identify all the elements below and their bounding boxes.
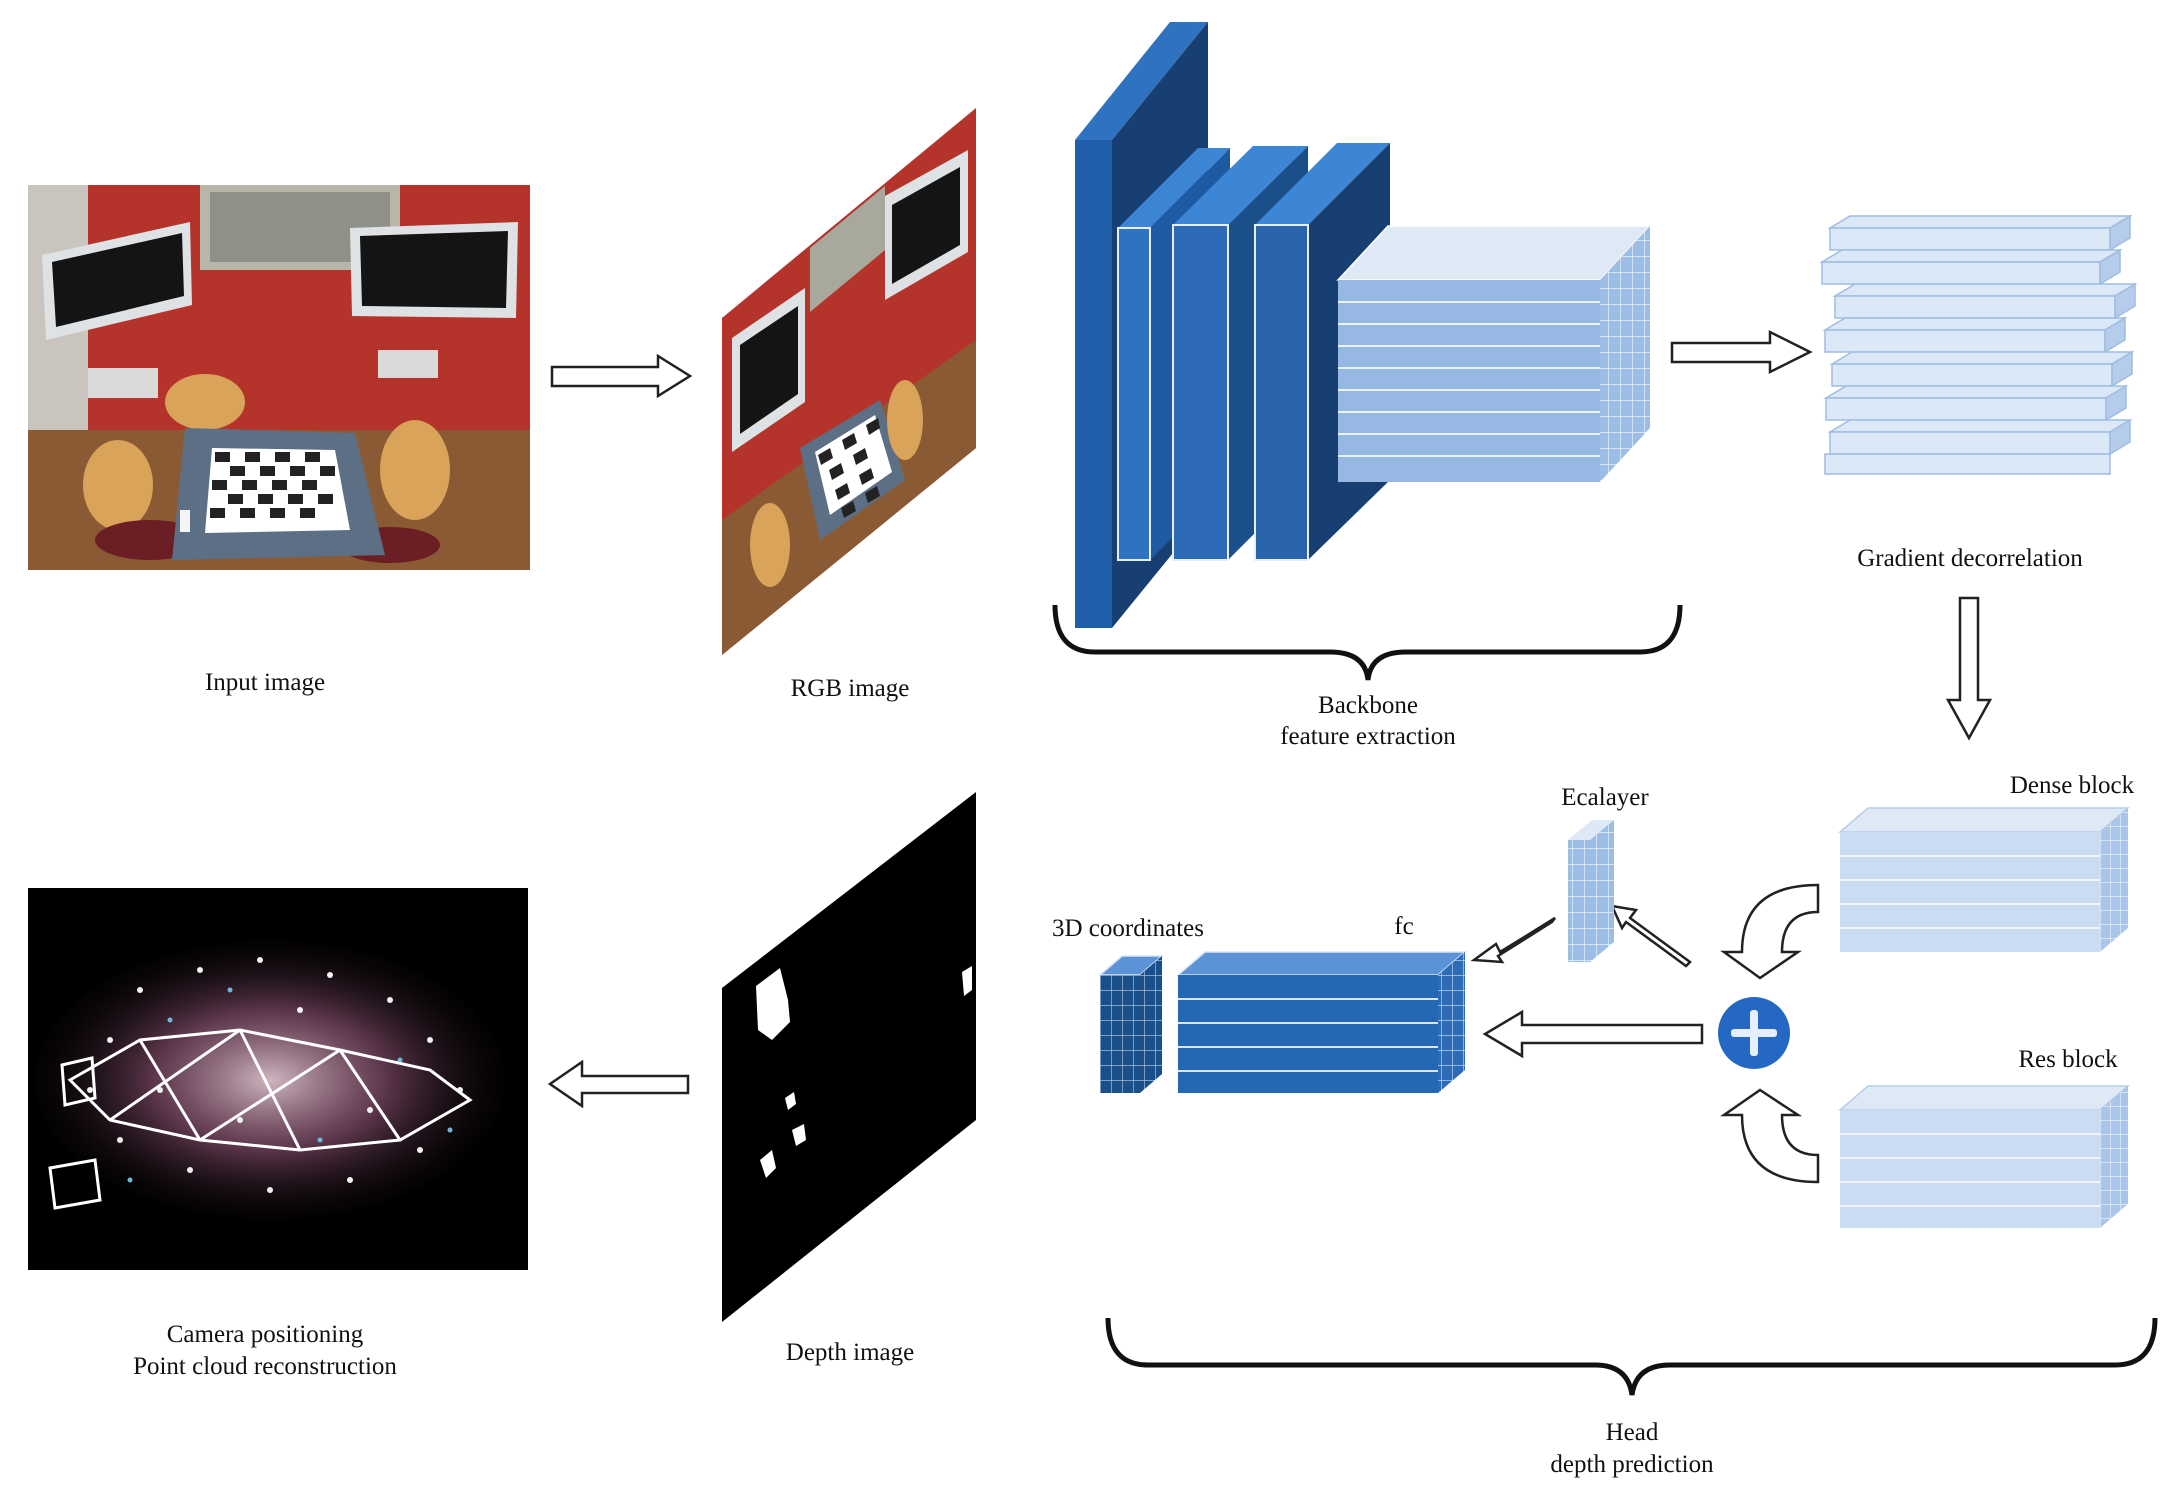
rgb-image-label: RGB image <box>791 675 910 702</box>
backbone-layers <box>1075 22 1652 628</box>
curved-arrow-up-icon <box>1720 1088 1820 1184</box>
head-label-line1: Head <box>1606 1419 1659 1446</box>
coords-3d-label: 3D coordinates <box>1052 915 1204 942</box>
arrow-left-icon <box>1482 1009 1704 1059</box>
fc-block <box>1175 951 1468 1093</box>
dense-block <box>1837 807 2131 952</box>
arrow-left-icon <box>547 1059 690 1109</box>
res-block-label: Res block <box>2018 1046 2118 1073</box>
point-cloud-image <box>28 888 528 1270</box>
ecalayer-block <box>1568 820 1614 962</box>
camera-label-line2: Point cloud reconstruction <box>133 1353 397 1380</box>
dense-block-label: Dense block <box>2010 772 2135 799</box>
backbone-label-line2: feature extraction <box>1280 723 1456 750</box>
depth-image <box>722 792 976 1322</box>
depth-image-label: Depth image <box>786 1339 914 1366</box>
camera-label-line1: Camera positioning <box>167 1321 364 1348</box>
res-block <box>1837 1085 2131 1228</box>
backbone-brace <box>1052 604 1683 681</box>
arrow-right-icon <box>550 353 693 399</box>
rgb-image <box>722 108 976 655</box>
plus-icon <box>1718 997 1790 1069</box>
gradient-decorrelation-label: Gradient decorrelation <box>1857 545 2083 572</box>
head-label-line2: depth prediction <box>1550 1451 1714 1478</box>
gradient-decorrelation-block <box>1819 214 2138 475</box>
ecalayer-label: Ecalayer <box>1561 784 1649 811</box>
coords-3d-block <box>1097 955 1165 1093</box>
head-brace <box>1105 1317 2158 1396</box>
input-image <box>28 185 530 570</box>
arrow-right-icon <box>1670 329 1813 375</box>
curved-arrow-down-icon <box>1720 883 1820 980</box>
fc-label: fc <box>1394 913 1413 940</box>
backbone-label-line1: Backbone <box>1318 692 1418 719</box>
arrow-down-icon <box>1945 596 1993 741</box>
arrow-down-left-icon <box>1470 916 1556 964</box>
input-image-label: Input image <box>205 669 325 696</box>
arrow-up-left-icon <box>1609 904 1692 968</box>
